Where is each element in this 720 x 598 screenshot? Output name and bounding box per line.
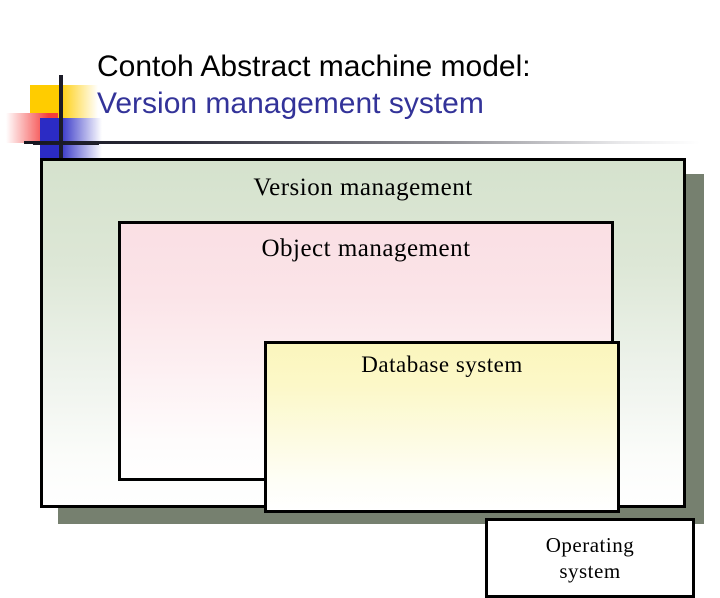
red-square-icon: [6, 113, 58, 143]
vertical-rule-icon: [59, 75, 63, 159]
layer-box-object-management: Object management Database system Operat…: [118, 221, 695, 598]
slide-canvas: Contoh Abstract machine model: Version m…: [6, 48, 704, 598]
blue-square-icon: [40, 118, 102, 159]
title-line-2: Version management system: [97, 87, 484, 120]
title-divider: [24, 141, 700, 144]
page-title: Contoh Abstract machine model: Version m…: [97, 48, 697, 122]
layer-label-object-management: Object management: [261, 235, 471, 262]
layer-label-database-system: Database system: [361, 352, 523, 377]
layer-box-database-system: Database system Operating system: [264, 341, 695, 598]
layer-label-version-management: Version management: [253, 174, 473, 201]
layer-box-operating-system: Operating system: [485, 518, 695, 598]
yellow-square-icon: [30, 85, 98, 119]
title-line-1: Contoh Abstract machine model:: [97, 50, 531, 83]
abstract-machine-diagram: Version management Object management Dat…: [40, 158, 704, 598]
layer-box-version-management: Version management Object management Dat…: [40, 158, 695, 598]
